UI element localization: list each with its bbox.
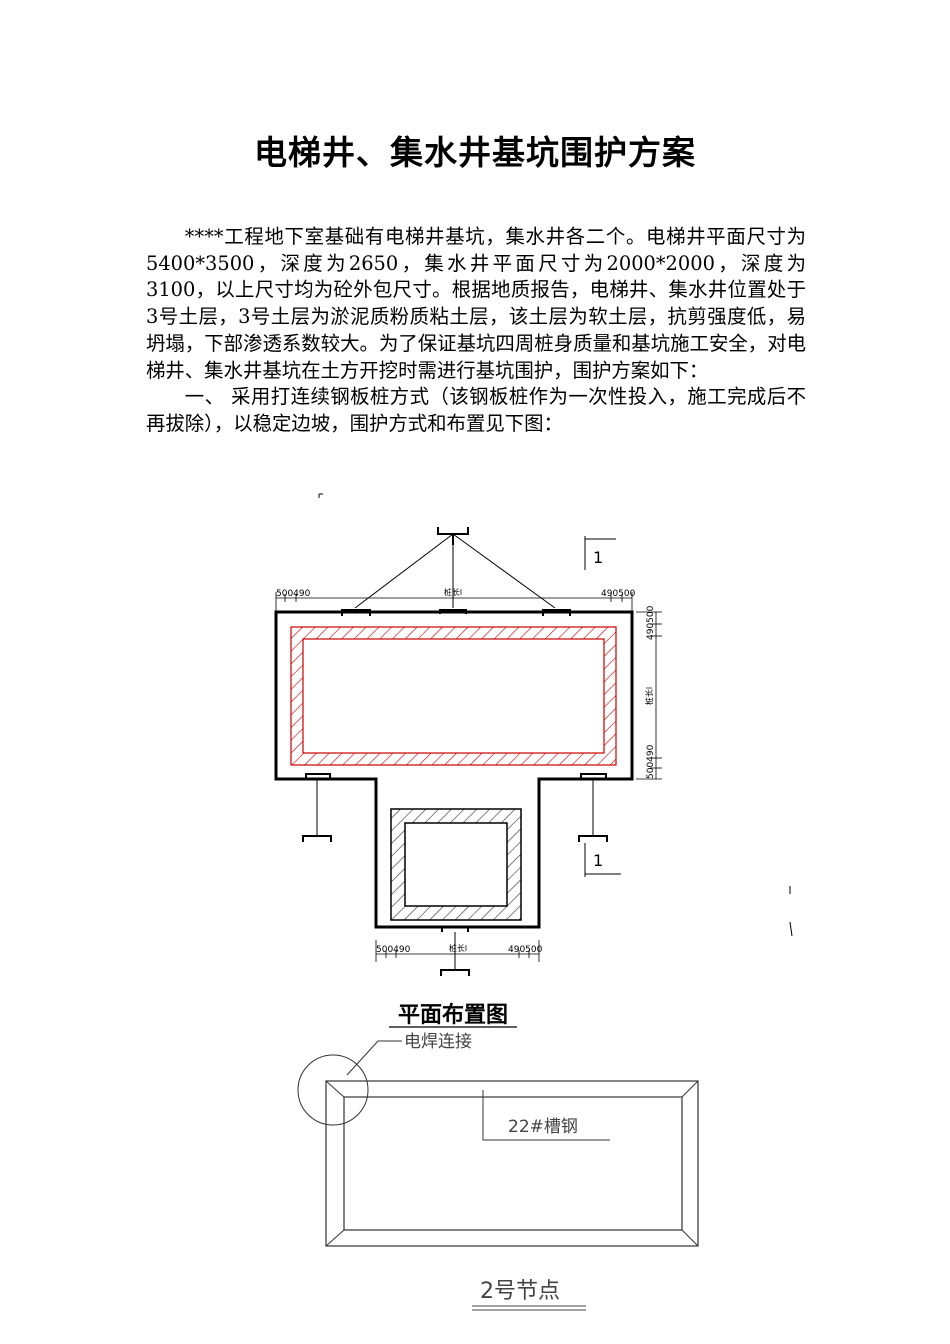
- node-detail-drawing: [297, 1040, 699, 1247]
- dim-bottom-right: 490500: [508, 945, 543, 955]
- document-body: ****工程地下室基础有电梯井基坑，集水井各二个。电梯井平面尺寸为5400*35…: [146, 224, 806, 438]
- dim-right-top: 490500: [646, 605, 656, 640]
- dim-right-center: 桩长l: [644, 687, 654, 705]
- section-label-bottom: 1: [593, 851, 603, 870]
- section-label-top: 1: [593, 548, 603, 567]
- dim-top-right: 490500: [601, 589, 636, 599]
- sump-pit-inner: [404, 822, 508, 907]
- dim-bottom-center: 桩长l: [449, 943, 467, 953]
- dim-right-bottom: 500490: [646, 744, 656, 779]
- method-paragraph: 一、 采用打连续钢板桩方式（该钢板桩作为一次性投入，施工完成后不再拔除），以稳定…: [146, 385, 806, 435]
- dim-top-left: 500490: [276, 589, 311, 599]
- sump-pit-wall-hatch: [391, 809, 521, 920]
- channel-frame-inner: [343, 1096, 683, 1231]
- pit-outline: [274, 610, 634, 929]
- plan-layout-drawing: 1 500490 桩长l 490500 490500 桩长l 500490: [274, 493, 793, 1028]
- section-mark-bottom: [584, 843, 621, 877]
- channel-frame-outer: [325, 1080, 699, 1247]
- weld-label: 电焊连接: [404, 1032, 472, 1052]
- channel-steel-symbol-left: [302, 773, 332, 842]
- elevator-pit-wall-hatch: [291, 627, 616, 765]
- dim-bottom-left: 500490: [376, 945, 411, 955]
- channel-steel-symbol-right: [578, 773, 608, 842]
- plan-caption: 平面布置图: [398, 1002, 508, 1028]
- intro-paragraph: ****工程地下室基础有电梯井基坑，集水井各二个。电梯井平面尺寸为5400*35…: [146, 225, 806, 382]
- document-title: 电梯井、集水井基坑围护方案: [254, 133, 696, 172]
- node-caption: 2号节点: [480, 1279, 560, 1304]
- section-mark-top: [584, 536, 616, 570]
- dim-top-center: 桩长l: [444, 587, 462, 597]
- channel-label: 22#槽钢: [508, 1117, 578, 1137]
- weld-detail-circle: [297, 1054, 369, 1126]
- elevator-pit-inner: [302, 638, 605, 754]
